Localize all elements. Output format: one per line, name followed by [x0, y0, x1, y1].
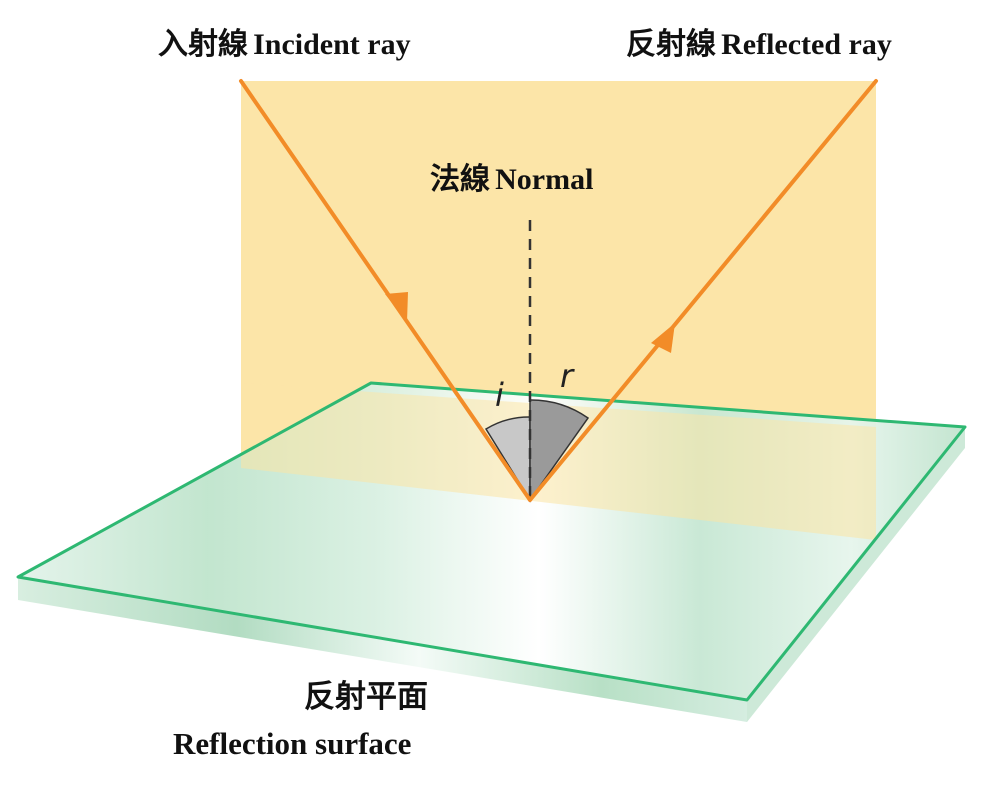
surface-label-en-line: Reflection surface: [173, 728, 411, 759]
surface-label-en: Reflection surface: [173, 726, 412, 761]
incident-ray-label-en: Incident ray: [253, 28, 411, 61]
normal-label: 法線 Normal: [430, 165, 593, 195]
reflected-arrowhead: [651, 323, 675, 353]
angle-incidence-label: i: [495, 376, 504, 414]
surface-label-zh-line: 反射平面: [304, 682, 428, 713]
surface-label-zh: 反射平面: [304, 679, 428, 715]
incident-arrowhead: [385, 292, 408, 322]
normal-label-en: Normal: [495, 163, 594, 196]
reflected-ray: [528, 79, 878, 502]
plane-of-incidence-lower: [241, 383, 876, 540]
incident-ray-label-zh: 入射線: [158, 27, 248, 62]
mirror-front-edge: [18, 577, 747, 722]
normal-label-zh: 法線: [430, 162, 490, 197]
reflected-ray-label-en: Reflected ray: [721, 28, 892, 61]
mirror-outline: [16, 381, 967, 702]
reflected-ray-label-zh: 反射線: [626, 27, 716, 62]
mirror-right-edge: [747, 427, 965, 722]
incident-ray: [239, 79, 532, 502]
angle-reflection-label: r: [560, 357, 574, 395]
incident-ray-label: 入射線 Incident ray: [158, 30, 411, 60]
reflected-ray-label: 反射線 Reflected ray: [626, 30, 892, 60]
